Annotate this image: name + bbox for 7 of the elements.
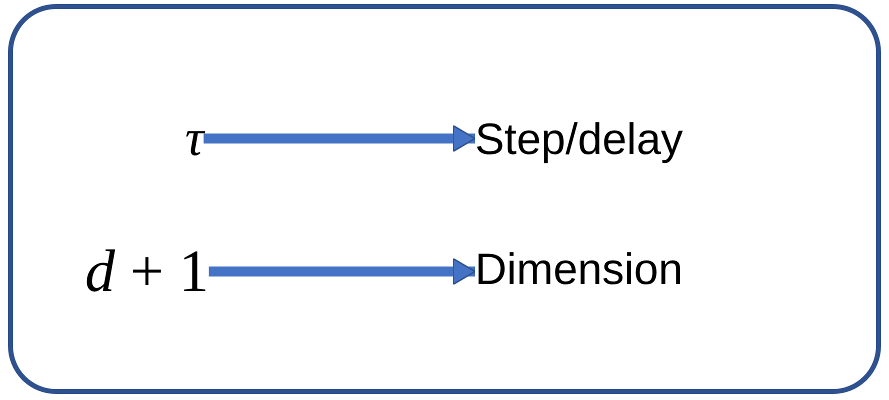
meaning-label: Step/delay	[475, 115, 683, 165]
symbol-label: τ	[185, 109, 204, 168]
rounded-frame	[8, 4, 881, 394]
arrow	[204, 124, 476, 152]
arrow	[208, 258, 476, 286]
symbol-label: d + 1	[85, 237, 209, 306]
meaning-label: Dimension	[475, 245, 683, 295]
